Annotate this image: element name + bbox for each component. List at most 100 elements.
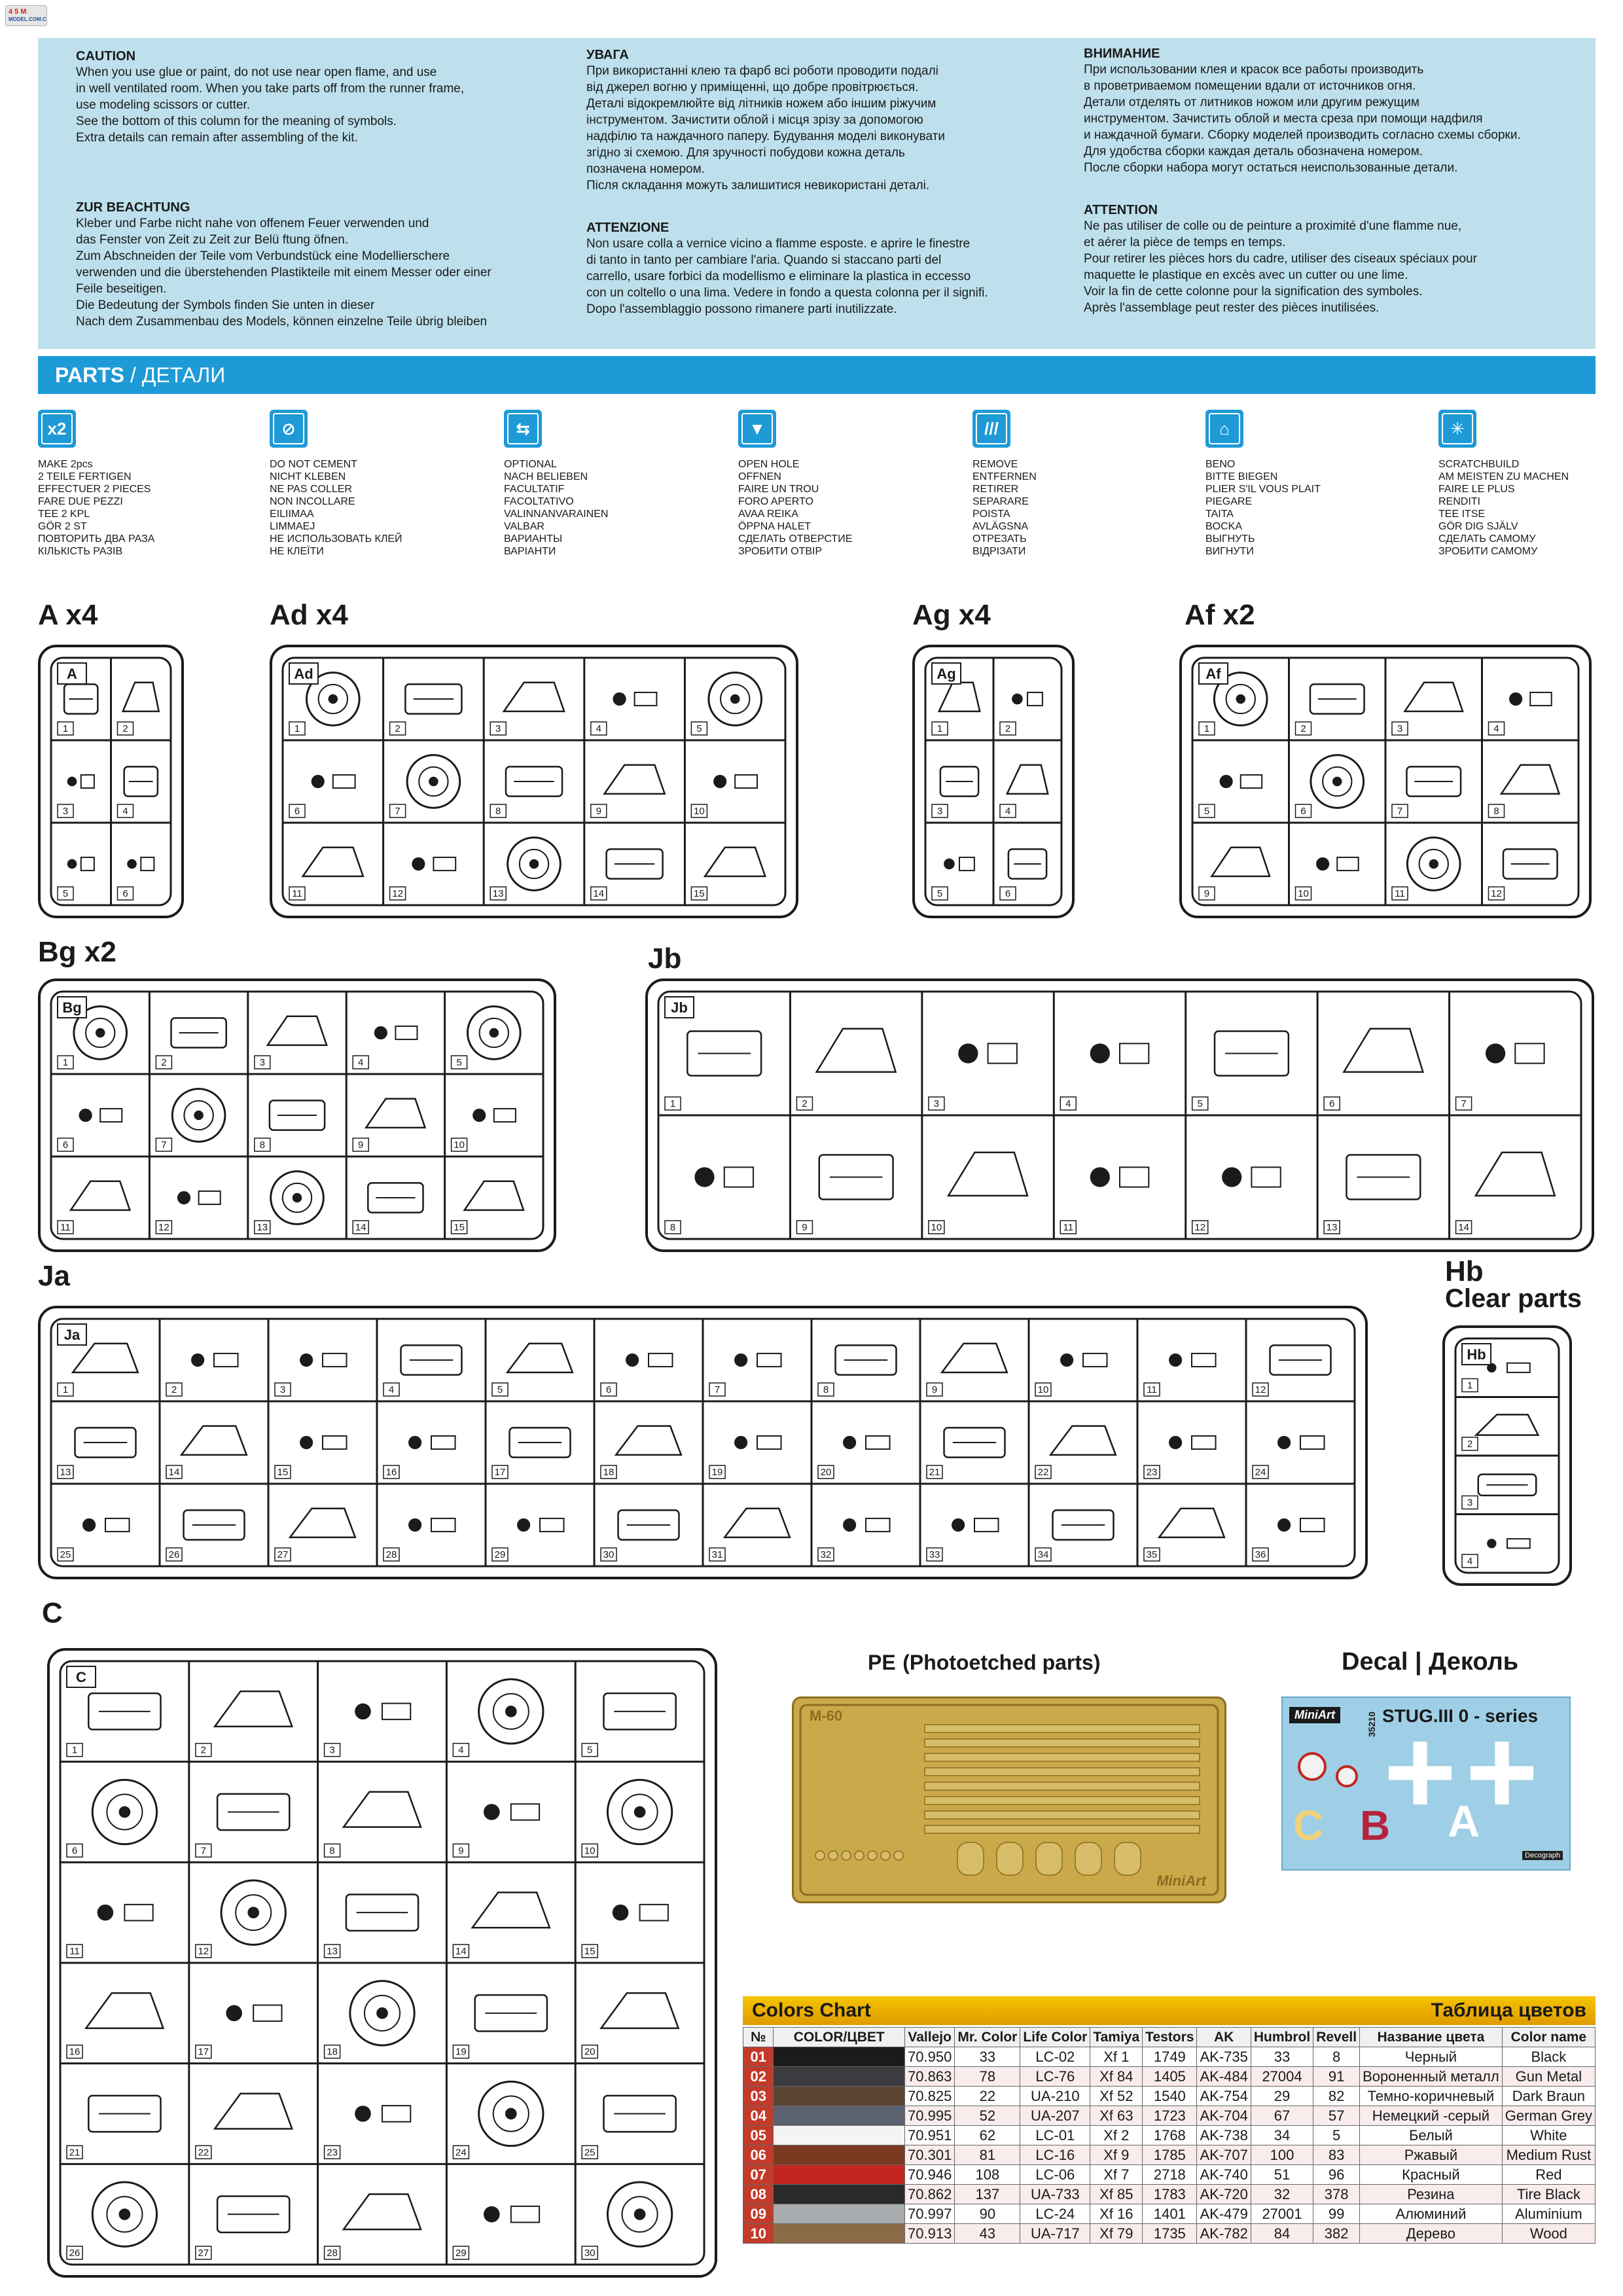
- symbol-line: RENDITI: [1438, 496, 1480, 507]
- svg-text:19: 19: [455, 2047, 467, 2058]
- color-swatch: [774, 2126, 905, 2145]
- sprue-part: 13: [254, 1170, 325, 1234]
- symbol-line: BITTE BIEGEN: [1205, 471, 1278, 482]
- color-cell-mr: 62: [954, 2125, 1021, 2145]
- color-cell-tamiya: Xf 63: [1090, 2106, 1143, 2126]
- svg-text:34: 34: [1038, 1549, 1049, 1560]
- symbol-line: ВІДРІЗАТИ: [972, 546, 1026, 557]
- symbol-line: FARE DUE PEZZI: [38, 496, 123, 507]
- svg-text:29: 29: [495, 1549, 506, 1560]
- sprue-part: 1: [57, 1005, 128, 1069]
- svg-text:12: 12: [158, 1222, 169, 1233]
- svg-text:18: 18: [603, 1467, 615, 1478]
- color-cell-testors: 1749: [1142, 2047, 1198, 2067]
- pe-part: [893, 1850, 904, 1861]
- color-swatch-cell: [773, 2184, 906, 2204]
- text-line: Ne pas utiliser de colle ou de peinture …: [1084, 219, 1462, 233]
- sprue-part: 35: [1143, 1507, 1226, 1562]
- symbol-line: FAIRE UN TROU: [738, 484, 819, 495]
- svg-text:Hb: Hb: [1467, 1346, 1486, 1363]
- sprue-part: 9: [926, 1342, 1008, 1397]
- parts-title-ru: ДЕТАЛИ: [141, 363, 226, 387]
- svg-text:18: 18: [327, 2047, 338, 2058]
- text-line: Die Bedeutung der Symbols finden Sie unt…: [76, 298, 375, 312]
- symbol-line: ОТРЕЗАТЬ: [972, 533, 1027, 545]
- sprue-part: 13: [490, 836, 562, 901]
- logo-text: MODEL.COM.CN: [9, 16, 47, 22]
- sprue-part: 5: [450, 1005, 522, 1069]
- text-line: Деталі відокремлюйте від літників ножем …: [586, 97, 936, 111]
- caution-de: ZUR BEACHTUNG Kleber und Farbe nicht nah…: [76, 200, 573, 330]
- color-swatch: [774, 2224, 905, 2243]
- sprue-part: 7: [155, 1088, 226, 1152]
- sprue-part: 2: [195, 1690, 294, 1757]
- sprue-part: 23: [1143, 1435, 1217, 1479]
- colors-chart-column-header: Название цвета: [1359, 2027, 1503, 2047]
- colors-chart-column-header: Humbrol: [1250, 2027, 1314, 2047]
- svg-text:1: 1: [670, 1098, 675, 1109]
- svg-text:2: 2: [1005, 723, 1010, 734]
- sprue-part: 12: [195, 1879, 287, 1958]
- symbol-line: ЗРОБИТИ САМОМУ: [1438, 546, 1538, 557]
- sprue-part: 4: [352, 1025, 418, 1069]
- color-cell-en: Red: [1501, 2164, 1596, 2185]
- svg-text:Ad: Ad: [294, 666, 313, 682]
- text-line: in well ventilated room. When you take p…: [76, 82, 465, 96]
- color-number: 05: [742, 2125, 774, 2145]
- text-line: con un coltello o una lima. Vedere in fo…: [586, 286, 988, 300]
- text-line: Детали отделять от литников ножом или др…: [1084, 96, 1419, 109]
- caution-ua: УВАГА При використанні клею та фарб всі …: [586, 47, 1071, 194]
- sprue-part: 10: [1035, 1352, 1108, 1397]
- color-swatch: [774, 2165, 905, 2184]
- color-cell-mr: 22: [954, 2086, 1021, 2106]
- color-cell-revell: 82: [1313, 2086, 1361, 2106]
- sprue-part: 5: [1198, 774, 1263, 818]
- pe-strip: [924, 1753, 1200, 1762]
- pe-code: M-60: [810, 1708, 843, 1724]
- caution-ua-text: При використанні клею та фарб всі роботи…: [586, 63, 1071, 194]
- sprue-part: 12: [1252, 1344, 1332, 1397]
- svg-text:3: 3: [63, 806, 68, 817]
- sprue-part: 3: [490, 681, 565, 736]
- svg-text:5: 5: [63, 888, 68, 899]
- sprue-part: 9: [352, 1098, 427, 1152]
- decal-letter-a: A: [1448, 1797, 1480, 1846]
- sprue-part: 12: [389, 856, 457, 901]
- parts-header-bar: PARTS / ДЕТАЛИ: [38, 356, 1596, 394]
- color-swatch-cell: [773, 2204, 906, 2224]
- pe-part: [867, 1850, 878, 1861]
- sprue-part: 6: [1294, 754, 1365, 818]
- svg-text:Ja: Ja: [64, 1327, 80, 1343]
- svg-text:16: 16: [69, 2047, 80, 2058]
- svg-text:11: 11: [60, 1222, 71, 1233]
- decal-title: STUG.III 0 - series: [1382, 1706, 1539, 1726]
- svg-text:8: 8: [260, 1139, 265, 1151]
- color-cell-vallejo: 70.950: [904, 2047, 955, 2067]
- svg-text:14: 14: [593, 888, 604, 899]
- svg-text:3: 3: [329, 1745, 334, 1756]
- svg-text:27: 27: [198, 2248, 209, 2259]
- sprue-part: 6: [57, 1107, 123, 1152]
- text-line: від джерел вогню у приміщенні, що добре …: [586, 81, 919, 94]
- publisher-logo: 4 5 M MODEL.COM.CN: [5, 5, 47, 26]
- svg-text:2: 2: [122, 723, 128, 734]
- pe-label-main: PE: [868, 1651, 896, 1674]
- color-cell-revell: 99: [1313, 2204, 1361, 2224]
- svg-text:15: 15: [277, 1467, 289, 1478]
- color-cell-humbrol: 33: [1250, 2047, 1314, 2067]
- sprue-part: 24: [1252, 1435, 1325, 1479]
- logo-mark: 4 5 M: [9, 8, 27, 16]
- pe-strip: [924, 1796, 1200, 1805]
- svg-text:11: 11: [1395, 888, 1405, 899]
- sprue-tag: Ja: [57, 1323, 87, 1346]
- sprue-hb-label: Hb: [1445, 1255, 1484, 1287]
- color-cell-vallejo: 70.825: [904, 2086, 955, 2106]
- color-cell-humbrol: 32: [1250, 2184, 1314, 2204]
- color-cell-life: LC-76: [1020, 2066, 1091, 2087]
- sprue-part: 26: [166, 1509, 245, 1562]
- symbol-line: EFFECTUER 2 PIECES: [38, 484, 151, 495]
- sprue-part: 32: [817, 1517, 891, 1562]
